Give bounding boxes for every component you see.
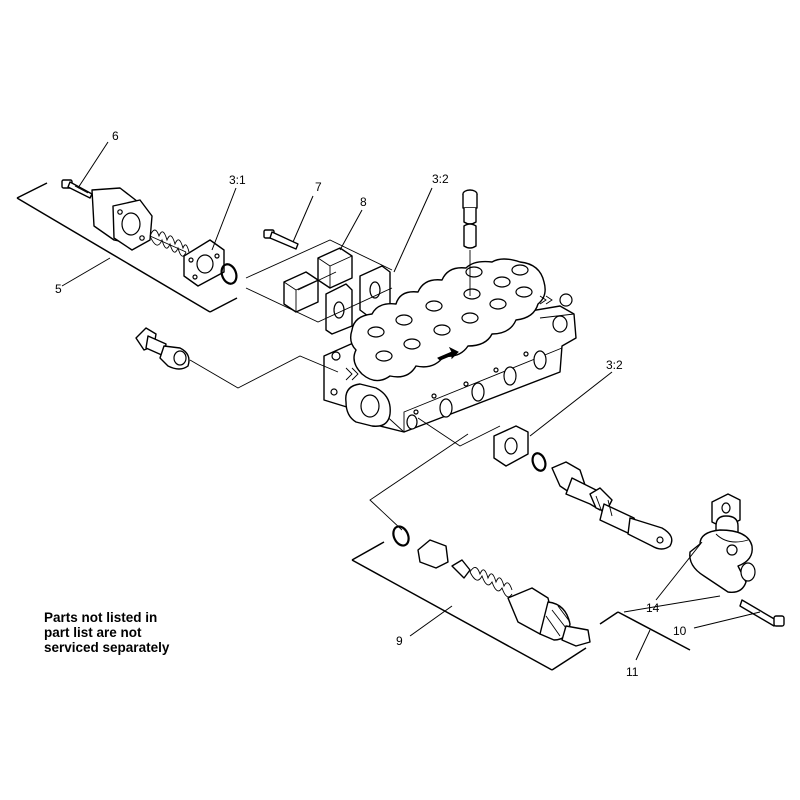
bracket-9 (351, 541, 587, 671)
part-14-lever-housing (689, 493, 756, 593)
callout-3-2-top: 3:2 (432, 172, 449, 186)
callout-3-1: 3:1 (229, 173, 246, 187)
service-note: Parts not listed in part list are not se… (44, 610, 169, 655)
callout-14: 14 (646, 601, 660, 615)
callout-10: 10 (673, 624, 687, 638)
o-ring-right (531, 452, 547, 472)
part-8-flange-a (325, 283, 353, 335)
callout-5: 5 (55, 282, 62, 296)
bracket-11 (599, 611, 691, 651)
part-3-1-gasket (183, 239, 225, 287)
o-ring-upper-left (220, 263, 238, 285)
bracket-5 (16, 182, 238, 313)
main-spool (551, 461, 673, 550)
part-8-cap-upper (317, 247, 353, 289)
service-note-line-2: part list are not (44, 625, 142, 640)
valve-housing (323, 258, 577, 433)
part-7-screw (263, 229, 299, 250)
part-6-screw (61, 179, 93, 199)
left-spool (135, 327, 190, 370)
part-10-screw (739, 599, 785, 627)
service-note-line-3: serviced separately (44, 640, 170, 655)
part-8-cap-lower (283, 271, 319, 313)
callout-11: 11 (626, 665, 639, 679)
part-8-flange-b (359, 265, 391, 317)
o-ring-lower (392, 525, 410, 547)
top-plug (462, 189, 478, 296)
callout-6: 6 (112, 129, 119, 143)
part-3-2-gasket (493, 425, 529, 467)
part-9-valve (417, 539, 591, 647)
part-spring-upper (149, 229, 190, 257)
callout-8: 8 (360, 195, 367, 209)
callout-3-2-right: 3:2 (606, 358, 623, 372)
part-6-valve-body (91, 187, 153, 251)
callout-9: 9 (396, 634, 403, 648)
callout-7: 7 (315, 180, 322, 194)
service-note-line-1: Parts not listed in (44, 610, 158, 625)
